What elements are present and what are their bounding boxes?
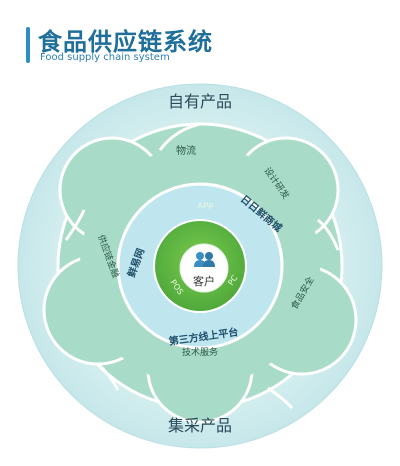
middle-label-tech-service: 技术服务: [182, 346, 218, 358]
center-circle: [179, 243, 229, 293]
header: 食品供应链系统 Food supply chain system: [0, 0, 400, 80]
supply-chain-diagram: 客户 APP PC POS 日日鲜商城 第三方线上平台 鲜易网 物流 设计研发 …: [17, 83, 383, 449]
center-label: 客户: [193, 274, 215, 288]
inner-ring-divider: [199, 182, 284, 267]
outer-label-procurement-products: 集采产品: [168, 416, 232, 435]
outer-label-own-products: 自有产品: [168, 92, 232, 111]
middle-label-logistics: 物流: [176, 144, 196, 157]
page-title: 食品供应链系统: [38, 28, 213, 56]
people-icon: [194, 252, 215, 267]
title-accent-bar: [26, 27, 30, 63]
page-subtitle: Food supply chain system: [40, 52, 170, 63]
core-label-app: APP: [197, 201, 214, 211]
